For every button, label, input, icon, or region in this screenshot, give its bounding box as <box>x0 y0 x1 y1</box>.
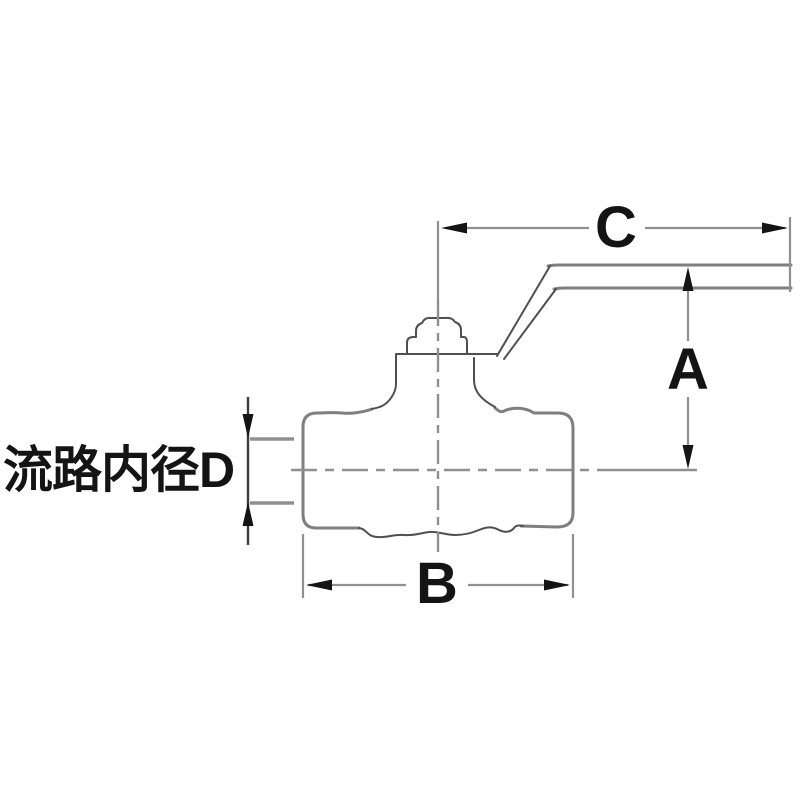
dim-c-arrow-right <box>762 222 788 234</box>
dim-b-arrow-left <box>306 579 332 591</box>
dim-c-label: C <box>595 195 637 260</box>
label-group: C A B 流路内径D <box>3 195 709 616</box>
handle-grip-top-edge <box>546 263 793 268</box>
valve-body-right-outline <box>493 406 575 529</box>
dim-a-label: A <box>667 337 709 402</box>
dim-b-label: B <box>416 551 458 616</box>
dim-a-arrow-up <box>682 267 694 291</box>
valve-body-left-outline <box>301 407 374 530</box>
handle-lever-bottom-diagonal <box>503 288 557 360</box>
valve-detail-group <box>358 265 557 539</box>
dim-d-arrow-down <box>242 414 254 438</box>
handle-grip-bottom-edge <box>552 286 793 291</box>
arrowhead-group <box>242 222 788 591</box>
valve-bonnet-left-edge <box>371 354 397 410</box>
valve-body-bottom-cast-edge <box>358 524 524 539</box>
dim-c-arrow-left <box>441 222 467 234</box>
valve-bonnet-right-edge <box>473 357 496 408</box>
bore-diameter-label: 流路内径D <box>3 442 234 498</box>
centerline-group <box>291 302 597 552</box>
handle-lever-top-diagonal <box>496 265 551 357</box>
valve-body-group <box>301 263 793 530</box>
dim-b-arrow-right <box>544 579 570 591</box>
dim-a-arrow-down <box>682 445 694 469</box>
dim-d-arrow-up <box>242 502 254 526</box>
